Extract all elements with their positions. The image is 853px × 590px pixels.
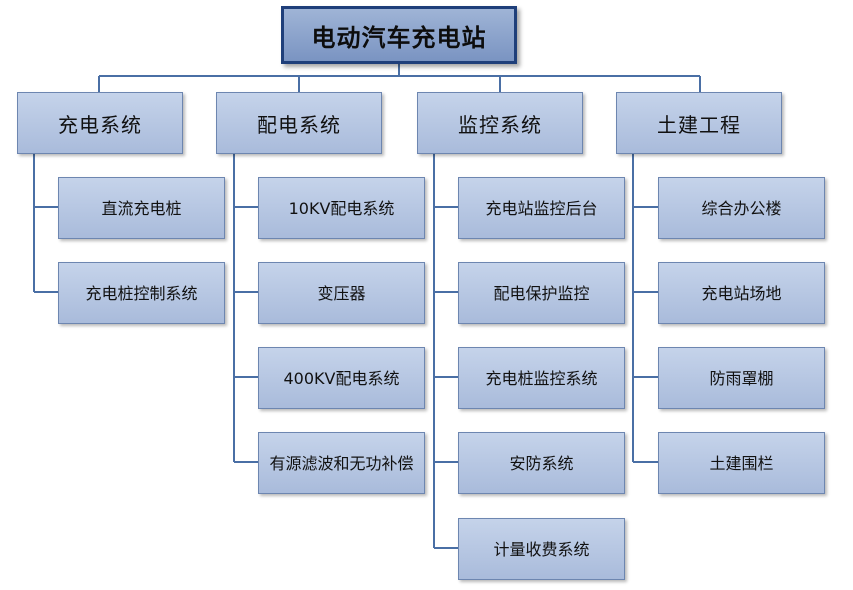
category-monitoring-system: 监控系统 [417, 92, 583, 154]
node-rain-canopy: 防雨罩棚 [658, 347, 825, 409]
node-pile-control-system: 充电桩控制系统 [58, 262, 225, 324]
root-node: 电动汽车充电站 [281, 6, 517, 64]
category-charging-system: 充电系统 [17, 92, 183, 154]
node-dc-charging-pile: 直流充电桩 [58, 177, 225, 239]
node-office-building: 综合办公楼 [658, 177, 825, 239]
node-active-filter-compensation: 有源滤波和无功补偿 [258, 432, 425, 494]
node-transformer: 变压器 [258, 262, 425, 324]
category-civil-engineering: 土建工程 [616, 92, 782, 154]
node-metering-billing-system: 计量收费系统 [458, 518, 625, 580]
node-civil-fence: 土建围栏 [658, 432, 825, 494]
category-power-distribution: 配电系统 [216, 92, 382, 154]
node-security-system: 安防系统 [458, 432, 625, 494]
node-protection-monitoring: 配电保护监控 [458, 262, 625, 324]
node-pile-monitoring-system: 充电桩监控系统 [458, 347, 625, 409]
node-400kv-distribution: 400KV配电系统 [258, 347, 425, 409]
node-station-site: 充电站场地 [658, 262, 825, 324]
node-10kv-distribution: 10KV配电系统 [258, 177, 425, 239]
node-station-monitoring-backend: 充电站监控后台 [458, 177, 625, 239]
